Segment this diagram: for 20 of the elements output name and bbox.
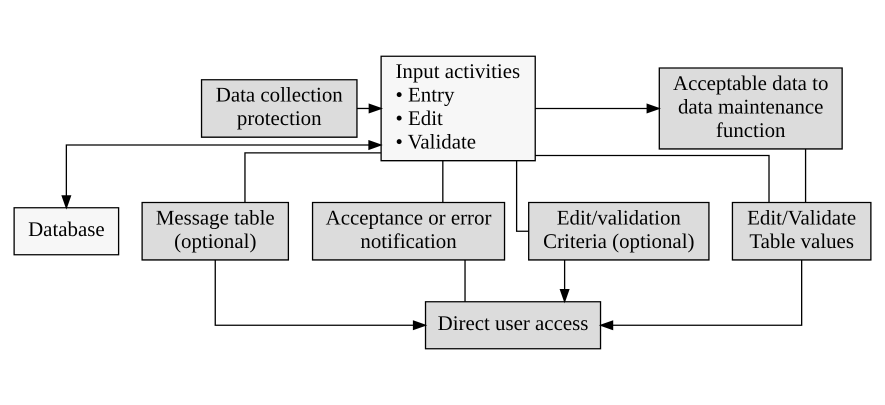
arrow [214, 260, 428, 330]
connector [244, 152, 381, 202]
arrow [61, 140, 383, 210]
arrow [598, 260, 802, 330]
node-box: Direct user access [424, 301, 602, 350]
node-box: Message table (optional) [141, 202, 290, 261]
node-box: Acceptable data to data maintenance function [658, 67, 843, 150]
arrow [357, 103, 384, 114]
connector [535, 154, 770, 202]
connector [442, 160, 444, 202]
node-box: Acceptance or error notification [312, 202, 506, 261]
node-box: Edit/Validate Table values [732, 202, 872, 261]
connector [804, 149, 806, 202]
node-box: Database [13, 207, 120, 256]
arrow [535, 103, 661, 114]
arrow [560, 260, 570, 304]
connector [464, 260, 466, 302]
node-box: Input activities • Entry • Edit • Validate [380, 56, 536, 162]
node-box: Edit/validation Criteria (optional) [528, 202, 710, 261]
node-box: Data collection protection [200, 79, 358, 138]
